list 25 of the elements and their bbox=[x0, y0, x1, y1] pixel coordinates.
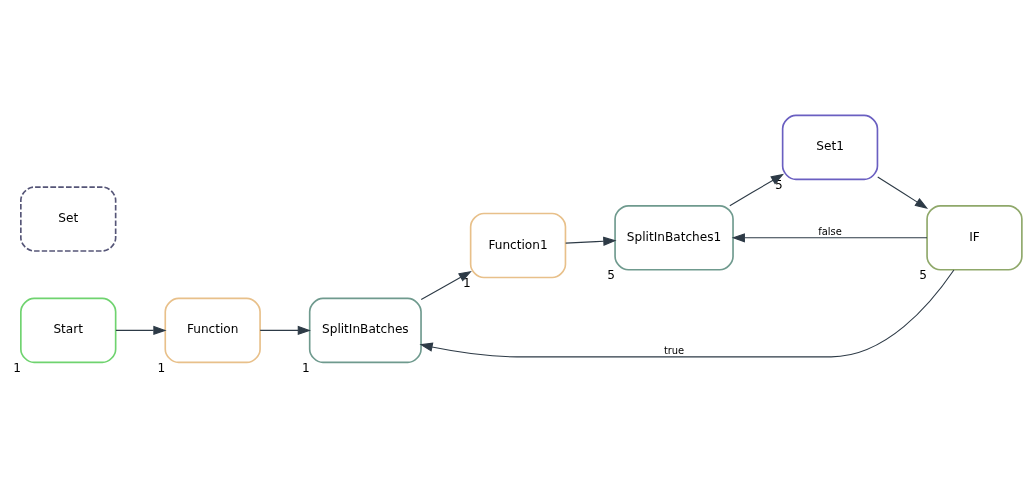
node-box: Set bbox=[20, 185, 117, 252]
arrow bbox=[115, 325, 167, 335]
arrow bbox=[729, 173, 785, 206]
arrow bbox=[877, 175, 929, 209]
arrow bbox=[419, 268, 955, 357]
node-label: 5 bbox=[919, 267, 928, 282]
node-label: 5 bbox=[607, 267, 616, 282]
node-box: Function1 bbox=[469, 212, 567, 278]
node-label: 1 bbox=[13, 360, 21, 375]
node-label: 1 bbox=[301, 360, 310, 375]
node-label: 1 bbox=[157, 360, 166, 375]
node-label: 1 bbox=[462, 275, 471, 290]
node-box: Function bbox=[164, 297, 261, 363]
arrow bbox=[565, 236, 617, 246]
node-box: IF bbox=[926, 204, 1023, 271]
node-label: 5 bbox=[774, 177, 783, 192]
node-box: SplitInBatches1 bbox=[614, 204, 734, 271]
arrow bbox=[259, 325, 311, 335]
arrow bbox=[420, 270, 472, 300]
node-box: SplitInBatches bbox=[308, 297, 422, 363]
edge-label: false bbox=[818, 225, 842, 237]
node-box: Set1 bbox=[781, 114, 879, 180]
arrow bbox=[731, 232, 928, 242]
edge-label: true bbox=[663, 344, 685, 356]
node-box: Start bbox=[20, 297, 117, 363]
